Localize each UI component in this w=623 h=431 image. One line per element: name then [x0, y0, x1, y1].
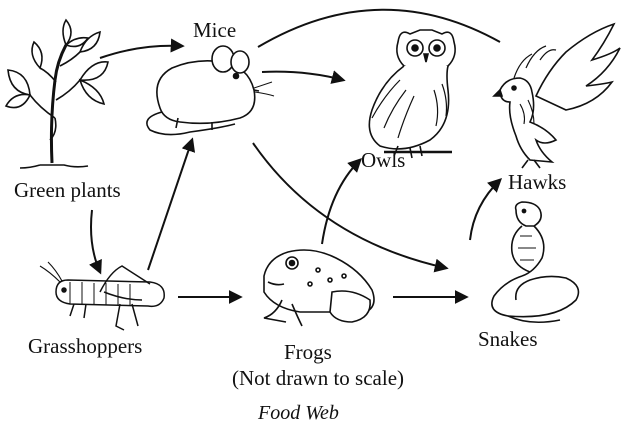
- label-frogs: Frogs: [284, 342, 332, 363]
- arrow-mice-to-owls: [262, 72, 343, 80]
- owl-illustration: [369, 30, 455, 158]
- arrow-plants-to-mice: [100, 46, 182, 58]
- arrow-grasshoppers-to-mice: [148, 140, 192, 270]
- label-owls: Owls: [361, 150, 405, 171]
- snake-illustration: [492, 202, 579, 322]
- arrow-mice-to-hawks: [258, 10, 500, 47]
- mouse-illustration: [147, 46, 274, 135]
- green-plant-illustration: [6, 20, 108, 168]
- grasshopper-illustration: [40, 262, 164, 330]
- arrow-mice-to-snakes: [253, 143, 446, 268]
- arrow-snakes-to-hawks: [470, 180, 500, 240]
- label-not-drawn-to-scale: (Not drawn to scale): [232, 368, 404, 389]
- frog-illustration: [264, 250, 374, 326]
- label-snakes: Snakes: [478, 329, 538, 350]
- hawk-illustration: [494, 24, 620, 168]
- caption-food-web: Food Web: [258, 402, 339, 425]
- arrow-frogs-to-owls: [322, 160, 360, 244]
- arrow-plants-to-grasshoppers: [91, 210, 100, 272]
- label-mice: Mice: [193, 20, 236, 41]
- label-green-plants: Green plants: [14, 180, 121, 201]
- label-hawks: Hawks: [508, 172, 566, 193]
- label-grasshoppers: Grasshoppers: [28, 336, 142, 357]
